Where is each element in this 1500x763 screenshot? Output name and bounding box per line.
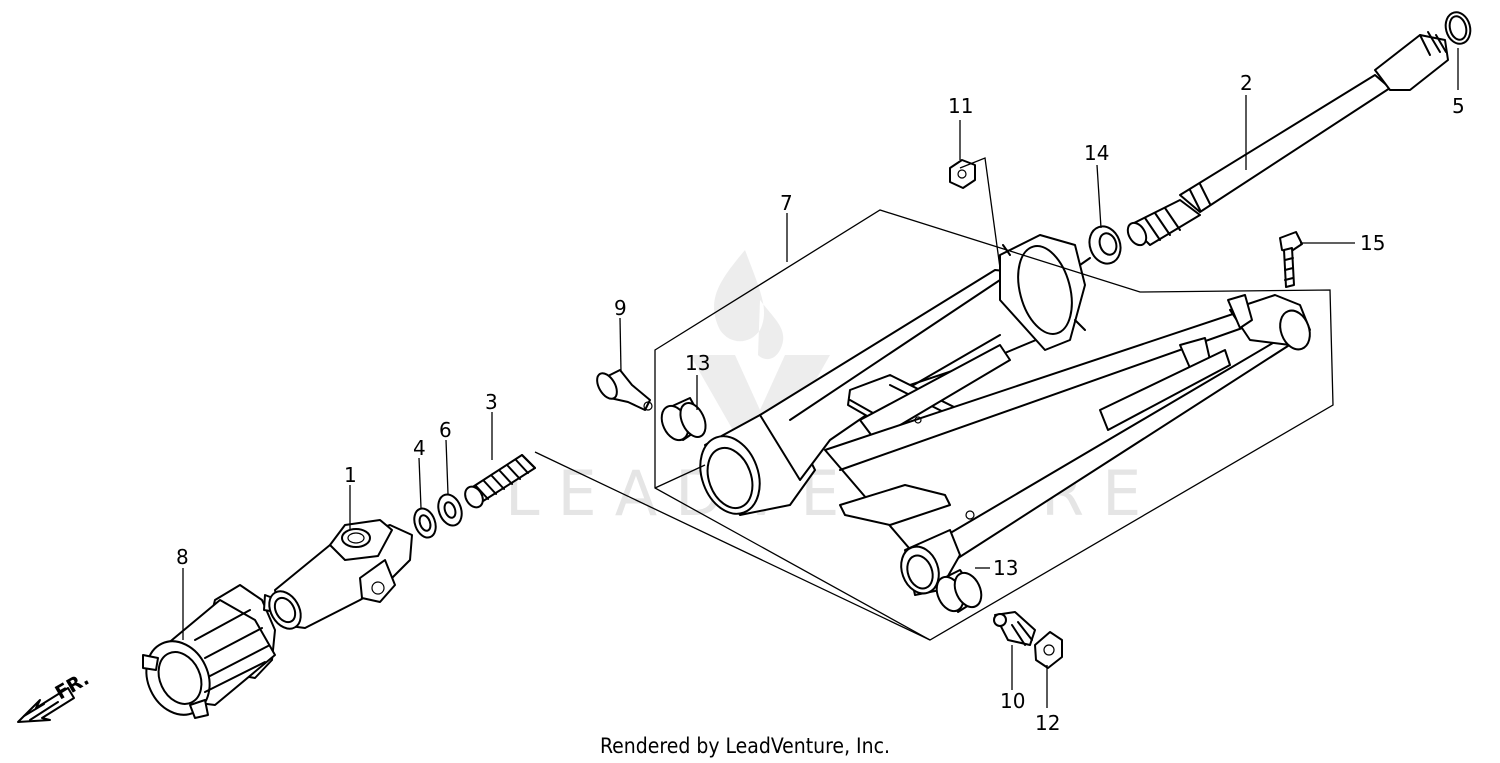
callout-11: 11	[948, 94, 973, 118]
part-14-seal	[1088, 225, 1122, 265]
callout-2: 2	[1240, 71, 1253, 95]
part-6-washer	[437, 493, 463, 527]
callout-4: 4	[413, 436, 426, 460]
part-5-circlip	[1444, 11, 1472, 45]
callout-12: 12	[1035, 711, 1060, 735]
callout-1: 1	[344, 463, 357, 487]
callout-6: 6	[439, 418, 452, 442]
part-13-bearing-lower	[935, 569, 983, 613]
part-15-bolt	[1279, 231, 1303, 288]
callouts: 1 2 3 4 5 6 7 8 9 10 11 12 13 13 14 15	[176, 71, 1465, 735]
part-13-bearing-upper	[660, 397, 707, 442]
callout-5: 5	[1452, 94, 1465, 118]
credit-text: Rendered by LeadVenture, Inc.	[600, 734, 890, 758]
callout-3: 3	[485, 390, 498, 414]
part-12-nut	[1034, 631, 1063, 669]
callout-14: 14	[1084, 141, 1109, 165]
part-2-drive-shaft	[1126, 31, 1449, 247]
watermark-flame-icon	[714, 250, 784, 360]
callout-13-lower: 13	[993, 556, 1018, 580]
part-8-boot	[142, 584, 279, 719]
callout-8: 8	[176, 545, 189, 569]
callout-13-upper: 13	[685, 351, 710, 375]
assembly-outline	[534, 209, 1334, 641]
part-7-swingarm	[699, 234, 1311, 596]
part-3-spring	[464, 454, 536, 509]
part-9-pivot-bolt	[596, 369, 653, 411]
front-direction-marker: FR.	[17, 668, 93, 723]
watermark-v-icon	[690, 355, 830, 460]
front-arrow-icon	[17, 687, 75, 723]
part-1-joint	[268, 519, 413, 630]
part-11-nut	[949, 159, 976, 189]
part-10-bolt	[993, 611, 1036, 646]
callout-9: 9	[614, 296, 627, 320]
part-4-washer	[413, 507, 437, 539]
leader-lines	[182, 48, 1459, 708]
callout-10: 10	[1000, 689, 1025, 713]
callout-15: 15	[1360, 231, 1385, 255]
callout-7: 7	[780, 191, 793, 215]
